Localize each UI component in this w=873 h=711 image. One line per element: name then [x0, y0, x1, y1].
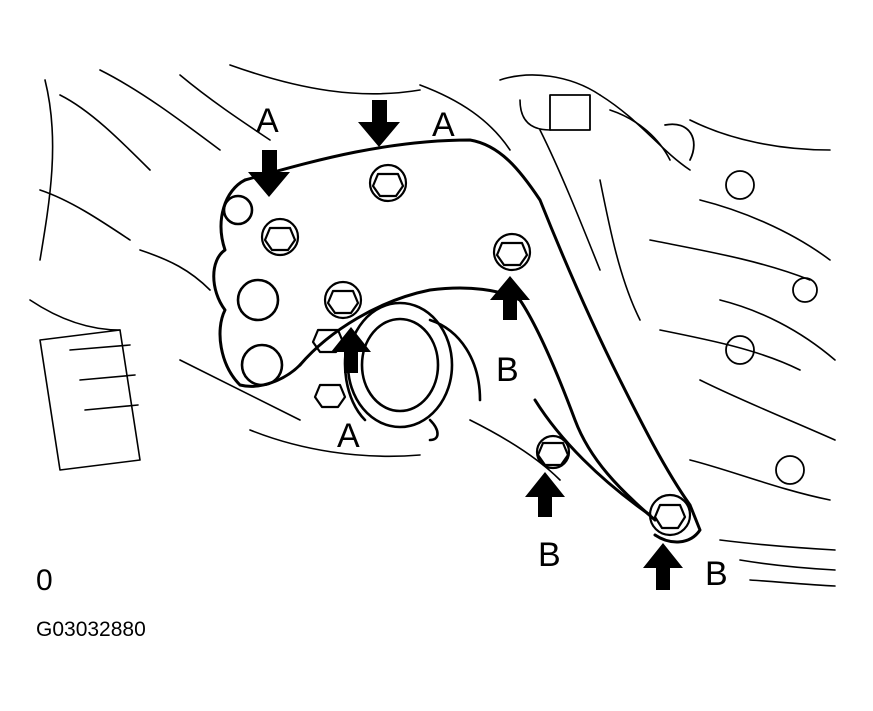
arrow-up-b-lower-right [643, 543, 683, 590]
bolt-a-upper-left [260, 217, 300, 257]
background-bosses [549, 94, 818, 485]
callout-a-top-left: A [256, 102, 279, 140]
bolts [260, 163, 692, 537]
arrow-down-a-right [358, 100, 400, 147]
callout-b-lower-left: B [538, 536, 561, 574]
bracket-outline [212, 138, 702, 544]
corner-mark: 0 [36, 564, 53, 597]
bolt-a-center [323, 280, 363, 320]
callout-b-lower-right: B [705, 555, 728, 593]
figure-id: G03032880 [36, 618, 146, 641]
callout-b-right: B [496, 351, 519, 389]
callout-a-top-right: A [432, 106, 455, 144]
arrow-up-b-lower-left [525, 472, 565, 517]
callout-arrows [248, 100, 683, 590]
bolt-b-lower-right [648, 493, 692, 537]
mount-holes [222, 194, 284, 387]
arrow-up-a-center [331, 327, 371, 373]
arrow-down-a-left [248, 150, 290, 197]
bolt-b-upper [492, 232, 532, 272]
arrow-up-b-upper [490, 276, 530, 320]
engine-background-lines [29, 64, 836, 587]
callout-a-bottom: A [337, 417, 360, 455]
pipe-housing [343, 301, 482, 442]
bolt-a-lower-2 [313, 383, 347, 409]
bolt-b-lower-left [535, 434, 571, 470]
bolt-a-upper-right [368, 163, 408, 203]
